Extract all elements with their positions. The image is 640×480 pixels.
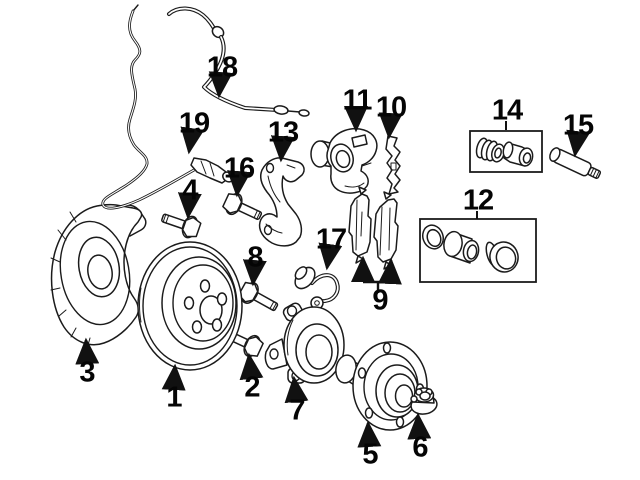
guide-pin-drawing [549, 147, 602, 179]
callout-label-10: 10 [375, 91, 407, 124]
splash-shield-drawing [50, 203, 147, 346]
pad-wear-sensor-drawing [294, 266, 340, 310]
callout-label-14: 14 [491, 94, 523, 127]
bolt-16-drawing [222, 192, 263, 220]
callout-label-7: 7 [289, 394, 305, 427]
callout-label-9: 9 [372, 284, 388, 317]
brake-rotor-drawing [137, 241, 243, 371]
bearing-carrier-drawing [264, 302, 345, 384]
callout-label-12: 12 [462, 184, 494, 217]
collar-nut-drawing [410, 387, 438, 415]
callout-label-19: 19 [178, 107, 210, 140]
bolt-8-drawing [237, 281, 279, 312]
callout-label-6: 6 [412, 431, 428, 464]
caliper-bracket-drawing [258, 157, 305, 247]
callout-label-3: 3 [79, 356, 95, 389]
callout-label-13: 13 [267, 116, 299, 149]
callout-label-5: 5 [362, 438, 378, 471]
callout-label-11: 11 [342, 84, 373, 117]
callout-label-15: 15 [562, 109, 594, 142]
callout-label-4: 4 [182, 174, 198, 207]
callout-arrows [75, 71, 591, 448]
bolt-4-drawing [161, 213, 202, 239]
brake-caliper-drawing [310, 127, 378, 194]
brake-pads-drawing [348, 186, 399, 270]
callout-label-2: 2 [244, 371, 260, 404]
brake-pipe-drawing [101, 4, 196, 210]
callout-label-18: 18 [206, 51, 238, 84]
callout-label-1: 1 [166, 381, 182, 414]
callout-label-17: 17 [315, 223, 347, 256]
piston-kit-box-drawing [419, 218, 537, 283]
brake-hose-drawing [167, 6, 310, 117]
retaining-clip-drawing [385, 135, 401, 195]
wheel-hub-drawing [335, 341, 428, 431]
callout-label-16: 16 [223, 152, 255, 185]
abs-sensor-drawing [190, 157, 234, 184]
callout-label-8: 8 [247, 241, 263, 274]
bushing-kit-box-drawing [469, 130, 543, 173]
